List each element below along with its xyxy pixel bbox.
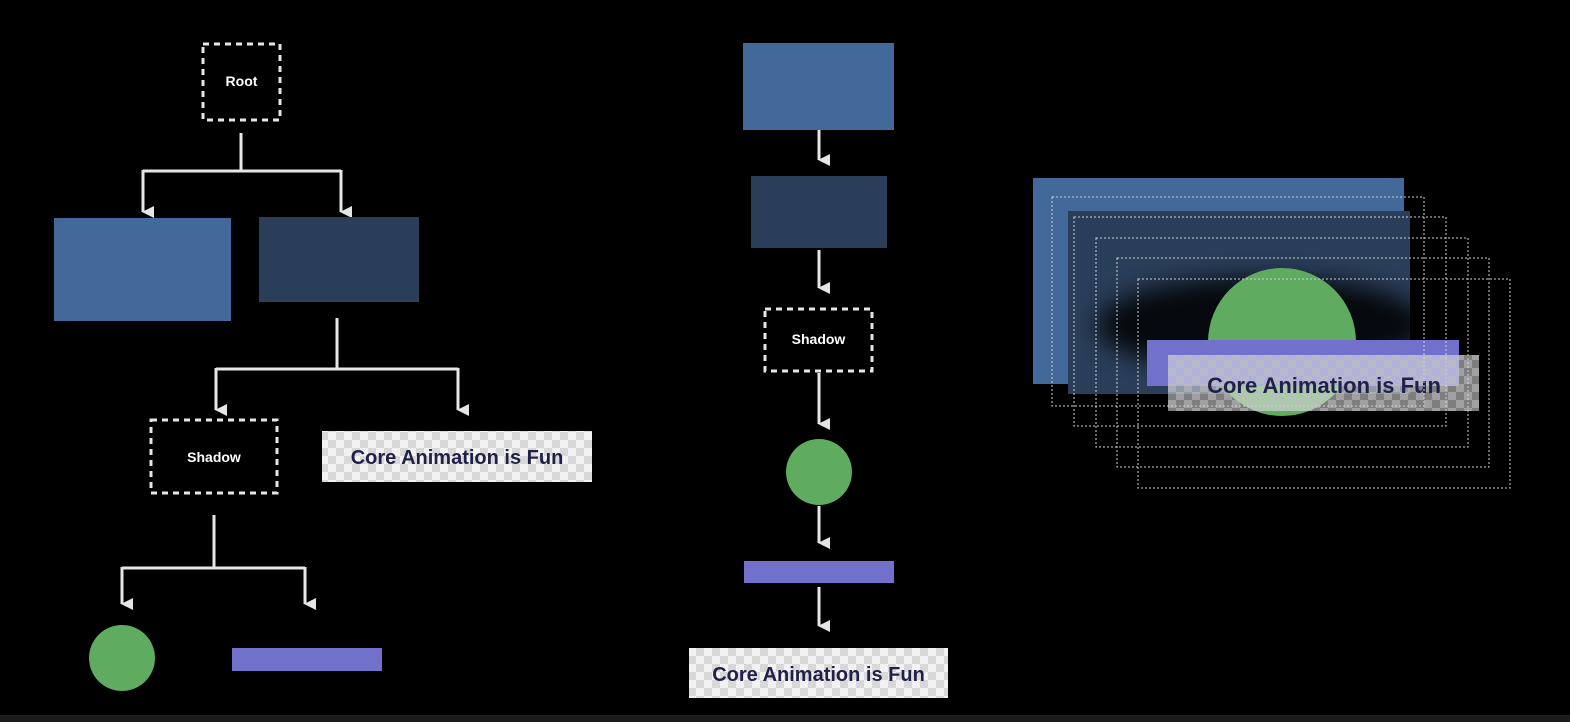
pass-outline-5 — [1137, 278, 1511, 489]
shadow-label: Shadow — [187, 449, 241, 465]
layer-tree: Root Shadow Core Animation is Fun — [54, 42, 592, 691]
step-shadow-label: Shadow — [792, 331, 846, 347]
step-purple-bar — [744, 561, 894, 583]
root-node — [201, 42, 282, 122]
text-layer-label: Core Animation is Fun — [351, 447, 564, 469]
green-circle-layer — [89, 625, 155, 691]
text-layer — [322, 431, 592, 482]
bottom-bar — [0, 715, 1570, 722]
composite-text-layer-label: Core Animation is Fun — [1207, 373, 1441, 398]
pass-outline-4 — [1116, 257, 1490, 468]
step-shadow-node — [763, 307, 874, 373]
pass-outline-1 — [1051, 196, 1425, 407]
pass-outline-3 — [1095, 237, 1469, 448]
step-text-layer — [689, 648, 948, 698]
dark-layer-connector — [216, 318, 458, 371]
pass-outline-2 — [1073, 216, 1447, 427]
step-dark-blue-layer — [751, 176, 887, 248]
composited-result: Core Animation is Fun — [1033, 178, 1511, 489]
composite-text-layer — [1168, 355, 1479, 411]
shadow-connector — [122, 515, 305, 570]
root-label: Root — [226, 73, 258, 89]
purple-bar-layer — [232, 648, 382, 671]
root-connector — [143, 133, 341, 173]
step-text-layer-label: Core Animation is Fun — [712, 664, 925, 686]
render-order: Shadow Core Animation is Fun — [689, 43, 948, 698]
step-green-circle — [786, 439, 852, 505]
dark-blue-layer — [259, 217, 419, 302]
offscreen-pass-outlines — [1051, 196, 1511, 489]
step-light-blue-layer — [743, 43, 894, 130]
light-blue-layer — [54, 218, 231, 321]
